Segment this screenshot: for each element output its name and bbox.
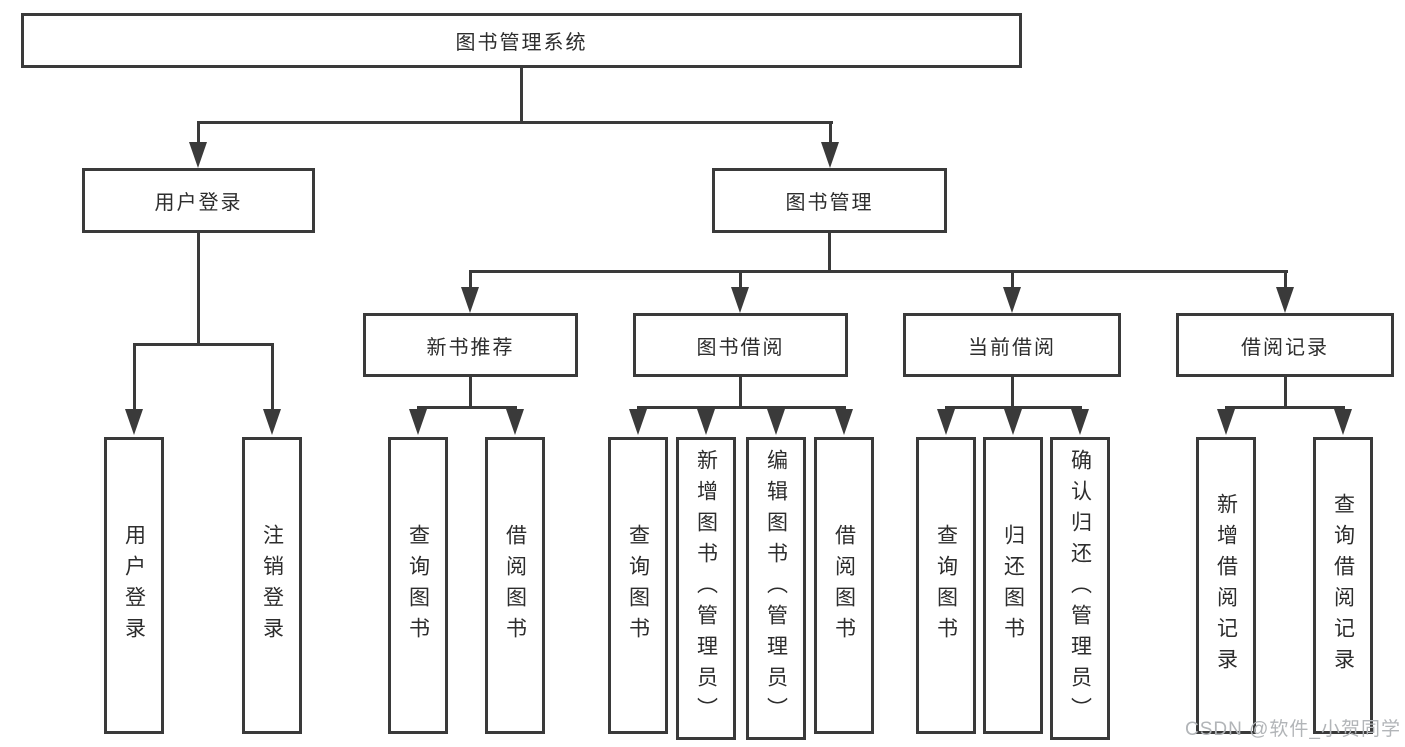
connector-line <box>945 406 1082 409</box>
node-label: 借阅记录 <box>1241 336 1329 359</box>
connector-line <box>637 406 846 409</box>
node-label: 新书推荐 <box>426 336 515 359</box>
leaf-label: 查询图书 <box>626 523 650 648</box>
node-library-system: 图书管理系统 <box>21 13 1022 68</box>
node-label: 图书借阅 <box>696 336 785 359</box>
node-new-book-recommendation: 新书推荐 <box>363 313 578 377</box>
arrowhead <box>1003 287 1021 313</box>
leaf-add-borrow-record: 新增借阅记录 <box>1196 437 1256 734</box>
leaf-label: 确认归还（管理员） <box>1068 449 1092 728</box>
leaf-logout: 注销登录 <box>242 437 302 734</box>
leaf-add-books-admin: 新增图书（管理员） <box>676 437 736 740</box>
arrowhead <box>125 409 143 435</box>
leaf-label: 注销登录 <box>260 523 284 648</box>
connector-line <box>469 270 472 287</box>
arrowhead <box>1071 409 1089 435</box>
leaf-label: 查询图书 <box>934 523 958 648</box>
leaf-query-books-current: 查询图书 <box>916 437 976 734</box>
connector-line <box>1011 376 1014 406</box>
leaf-label: 编辑图书（管理员） <box>764 449 788 728</box>
arrowhead <box>629 409 647 435</box>
csdn-watermark: CSDN @软件_小贺同学 <box>1185 719 1401 740</box>
leaf-label: 新增借阅记录 <box>1214 492 1238 679</box>
leaf-query-books-borrowing: 查询图书 <box>608 437 668 734</box>
arrowhead <box>1276 287 1294 313</box>
connector-line <box>1284 270 1287 287</box>
node-user-login: 用户登录 <box>82 168 315 233</box>
leaf-return-books: 归还图书 <box>983 437 1043 734</box>
node-borrowing-records: 借阅记录 <box>1176 313 1394 377</box>
connector-line <box>1225 406 1345 409</box>
connector-line <box>197 233 200 346</box>
leaf-edit-books-admin: 编辑图书（管理员） <box>746 437 806 740</box>
leaf-label: 新增图书（管理员） <box>694 449 718 728</box>
connector-line <box>1284 376 1287 406</box>
connector-line <box>469 270 1288 273</box>
leaf-query-borrow-record: 查询借阅记录 <box>1313 437 1373 734</box>
leaf-label: 借阅图书 <box>832 523 856 648</box>
connector-line <box>197 121 200 142</box>
connector-line <box>133 343 136 409</box>
arrowhead <box>1217 409 1235 435</box>
connector-line <box>469 376 472 406</box>
connector-line <box>828 233 831 273</box>
leaf-borrow-books-recommend: 借阅图书 <box>485 437 545 734</box>
arrowhead <box>731 287 749 313</box>
leaf-label: 归还图书 <box>1001 523 1025 648</box>
node-label: 用户登录 <box>154 192 243 214</box>
connector-line <box>739 376 742 406</box>
leaf-query-books-recommend: 查询图书 <box>388 437 448 734</box>
leaf-label: 查询图书 <box>406 523 430 648</box>
arrowhead <box>409 409 427 435</box>
arrowhead <box>1334 409 1352 435</box>
connector-line <box>829 121 832 142</box>
arrowhead <box>189 142 207 168</box>
arrowhead <box>821 142 839 168</box>
leaf-label: 查询借阅记录 <box>1331 492 1355 679</box>
leaf-confirm-return-admin: 确认归还（管理员） <box>1050 437 1110 740</box>
leaf-label: 借阅图书 <box>503 523 527 648</box>
arrowhead <box>263 409 281 435</box>
leaf-borrow-books-borrowing: 借阅图书 <box>814 437 874 734</box>
arrowhead <box>697 409 715 435</box>
arrowhead <box>835 409 853 435</box>
arrowhead <box>506 409 524 435</box>
node-book-borrowing: 图书借阅 <box>633 313 848 377</box>
connector-line <box>133 343 274 346</box>
node-label: 图书管理系统 <box>455 32 588 54</box>
arrowhead <box>1004 409 1022 435</box>
connector-line <box>739 270 742 287</box>
node-label: 图书管理 <box>785 192 874 214</box>
connector-line <box>520 68 523 124</box>
arrowhead <box>461 287 479 313</box>
leaf-user-login: 用户登录 <box>104 437 164 734</box>
node-book-management: 图书管理 <box>712 168 947 233</box>
leaf-label: 用户登录 <box>122 523 146 648</box>
connector-line <box>197 121 833 124</box>
connector-line <box>417 406 517 409</box>
connector-line <box>271 343 274 409</box>
connector-line <box>1011 270 1014 287</box>
arrowhead <box>937 409 955 435</box>
node-label: 当前借阅 <box>968 336 1056 359</box>
arrowhead <box>767 409 785 435</box>
node-current-borrowing: 当前借阅 <box>903 313 1121 377</box>
